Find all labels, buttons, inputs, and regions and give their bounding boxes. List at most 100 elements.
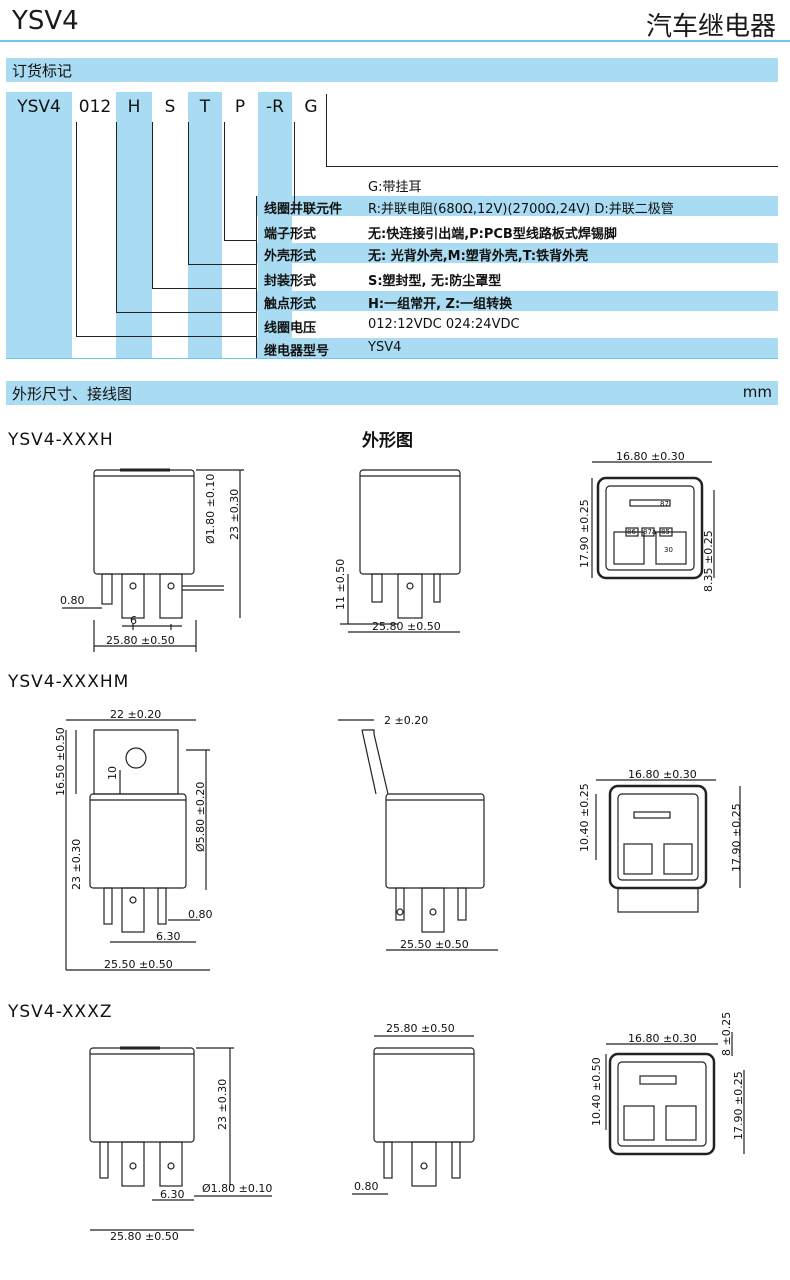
hm-pitch-label: 6.30 xyxy=(156,930,181,943)
order-row-label: 封装形式 xyxy=(264,274,317,289)
dimension-drawings: Ø1.80 ±0.10 23 ±0.30 0.80 6 25.80 ±0.50 … xyxy=(54,450,745,1243)
h-d-label: Ø1.80 ±0.10 xyxy=(204,474,217,544)
leader-voltage-h xyxy=(76,336,256,337)
stripe-parallel xyxy=(258,122,292,358)
z-d-label: Ø1.80 ±0.10 xyxy=(202,1182,272,1195)
order-row-value: H:一组常开, Z:一组转换 xyxy=(368,297,513,312)
hm-width-label: 25.50 ±0.50 xyxy=(104,958,173,971)
ordering-section-bar: 订货标记 xyxy=(6,58,778,82)
order-row-terminal: 端子形式 无:快连接引出端,P:PCB型线路板式焊锡脚 xyxy=(256,221,778,242)
order-row-contact: 触点形式 H:一组常开, Z:一组转换 xyxy=(256,291,778,312)
pin-86-label: 86 xyxy=(627,528,636,536)
order-row-label: 线圈电压 xyxy=(264,321,317,336)
h-pin-label: 11 ±0.50 xyxy=(334,559,347,610)
order-row-label: 触点形式 xyxy=(264,297,317,312)
leader-shell-h xyxy=(188,264,256,265)
h-top-view xyxy=(591,461,715,580)
header-rule xyxy=(0,40,790,42)
z-width-label: 25.80 ±0.50 xyxy=(110,1230,179,1243)
order-row-value: 无:快连接引出端,P:PCB型线路板式焊锡脚 xyxy=(368,227,617,242)
h-gap-label: 0.80 xyxy=(60,594,85,607)
leader-package xyxy=(152,122,153,288)
pin-85-label: 85 xyxy=(661,528,670,536)
z-top-height2-label: 10.40 ±0.50 xyxy=(590,1057,603,1126)
order-row-parallel: 线圈并联元件 R:并联电阻(680Ω,12V)(2700Ω,24V) D:并联二… xyxy=(256,196,778,217)
model-z-label: YSV4-XXXZ xyxy=(8,1002,113,1022)
code-parallel: -R xyxy=(258,92,292,122)
order-row-label: 端子形式 xyxy=(264,227,317,242)
g-vline xyxy=(326,94,327,166)
model-hm-label: YSV4-XXXHM xyxy=(8,672,130,692)
h-top-height-label: 17.90 ±0.25 xyxy=(578,499,591,568)
order-row-value: 012:12VDC 024:24VDC xyxy=(368,317,520,332)
page-category: 汽车继电器 xyxy=(645,12,776,42)
hm-hole-d-label: Ø5.80 ±0.20 xyxy=(194,782,207,852)
code-package: S xyxy=(164,97,176,117)
code-model: YSV4 xyxy=(6,92,72,122)
leader-contact-h xyxy=(116,312,256,313)
code-voltage: 012 xyxy=(78,97,112,117)
hm-front-view xyxy=(65,719,210,971)
ordering-section-title: 订货标记 xyxy=(12,62,73,80)
pin-87-label: 87 xyxy=(660,500,669,508)
hm-side-width-label: 25.50 ±0.50 xyxy=(400,938,469,951)
leader-contact xyxy=(116,122,117,312)
z-side-width-label: 25.80 ±0.50 xyxy=(386,1022,455,1035)
h-front-view xyxy=(62,468,244,652)
order-row-model: 继电器型号 YSV4 xyxy=(256,338,778,359)
hm-top-view xyxy=(595,779,741,913)
h-pitch-label: 6 xyxy=(130,614,137,627)
hm-gap-label: 0.80 xyxy=(188,908,213,921)
order-row-package: 封装形式 S:塑封型, 无:防尘罩型 xyxy=(256,268,778,289)
outline-title: 外形图 xyxy=(362,431,413,451)
order-row-label: 继电器型号 xyxy=(264,344,330,359)
z-side-view xyxy=(352,1035,475,1195)
ordering-bottom-rule xyxy=(6,358,778,359)
page-model-title: YSV4 xyxy=(12,6,79,36)
order-row-value: G:带挂耳 xyxy=(368,180,422,195)
stripe-model xyxy=(6,122,72,358)
order-row-value: R:并联电阻(680Ω,12V)(2700Ω,24V) D:并联二极管 xyxy=(368,202,674,217)
order-row-bracket: G:带挂耳 xyxy=(256,174,778,195)
z-top-view xyxy=(605,1032,745,1156)
z-top-height-label: 17.90 ±0.25 xyxy=(732,1071,745,1140)
dimensions-section-title: 外形尺寸、接线图 xyxy=(12,385,133,403)
hm-thick-label: 2 ±0.20 xyxy=(384,714,428,727)
z-height-label: 23 ±0.30 xyxy=(216,1079,229,1130)
leader-parallel xyxy=(294,122,295,214)
hm-top-width-label: 16.80 ±0.30 xyxy=(628,768,697,781)
leader-shell xyxy=(188,122,189,264)
hm-hole-label: 10 xyxy=(106,766,119,780)
rows-left-border xyxy=(256,196,257,358)
pin-30-label: 30 xyxy=(664,546,673,554)
stripe-contact xyxy=(116,122,152,358)
code-shell: T xyxy=(188,92,222,122)
order-row-value: S:塑封型, 无:防尘罩型 xyxy=(368,274,502,289)
code-bracket: G xyxy=(304,97,318,117)
h-width-label: 25.80 ±0.50 xyxy=(106,634,175,647)
leader-voltage xyxy=(76,122,77,336)
order-row-value: YSV4 xyxy=(368,340,402,355)
order-row-shell: 外壳形式 无: 光背外壳,M:塑背外壳,T:铁背外壳 xyxy=(256,243,778,264)
h-side-width-label: 25.80 ±0.50 xyxy=(372,620,441,633)
hm-height-label: 23 ±0.30 xyxy=(70,839,83,890)
hm-top-height-label: 17.90 ±0.25 xyxy=(730,803,743,872)
order-row-value: 无: 光背外壳,M:塑背外壳,T:铁背外壳 xyxy=(368,249,589,264)
order-row-voltage: 线圈电压 012:12VDC 024:24VDC xyxy=(256,315,778,336)
z-top-width-label: 16.80 ±0.30 xyxy=(628,1032,697,1045)
order-row-label: 外壳形式 xyxy=(264,249,317,264)
z-front-view xyxy=(89,1046,272,1231)
hm-side-view xyxy=(338,719,498,951)
hm-bracket-height-label: 16.50 ±0.50 xyxy=(54,727,67,796)
g-hline xyxy=(326,166,778,167)
h-side-view xyxy=(340,469,461,633)
leader-terminal xyxy=(224,122,225,240)
hm-bracket-width-label: 22 ±0.20 xyxy=(110,708,161,721)
h-top-height2-label: 8.35 ±0.25 xyxy=(702,530,715,592)
z-pitch-label: 6.30 xyxy=(160,1188,185,1201)
order-row-label: 线圈并联元件 xyxy=(264,202,343,217)
leader-terminal-h xyxy=(224,240,256,241)
leader-package-h xyxy=(152,288,256,289)
code-terminal: P xyxy=(234,97,246,117)
stripe-shell xyxy=(188,122,222,358)
